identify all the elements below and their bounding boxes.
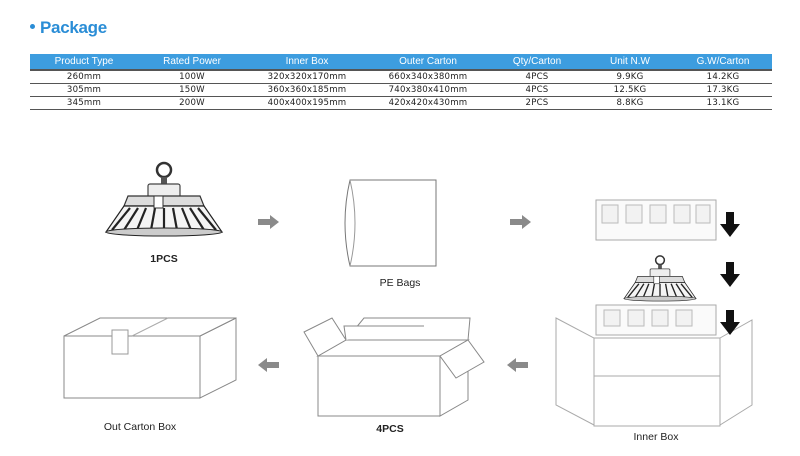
- table-header-row: Product Type Rated Power Inner Box Outer…: [30, 54, 772, 70]
- cell: 4PCS: [488, 69, 586, 84]
- arrow-left-icon: [507, 358, 528, 372]
- bullet-icon: [30, 24, 35, 30]
- cell: 14.2KG: [674, 69, 772, 84]
- cell: 360x360x185mm: [246, 83, 368, 97]
- step-5-label: Out Carton Box: [103, 421, 177, 433]
- cell: 12.5KG: [586, 83, 674, 97]
- package-spec-table: Product Type Rated Power Inner Box Outer…: [30, 54, 772, 110]
- step-2-label: PE Bags: [379, 277, 421, 289]
- cell: 400x400x195mm: [246, 96, 368, 110]
- col-rated-power: Rated Power: [138, 54, 246, 70]
- table-row: 260mm 100W 320x320x170mm 660x340x380mm 4…: [30, 69, 772, 84]
- cell: 200W: [138, 96, 246, 110]
- cell: 420x420x430mm: [368, 96, 488, 110]
- cell: 150W: [138, 83, 246, 97]
- cell: 2PCS: [488, 96, 586, 110]
- col-qty-carton: Qty/Carton: [488, 54, 586, 70]
- step-3-label: Inner Box: [633, 431, 679, 443]
- col-unit-nw: Unit N.W: [586, 54, 674, 70]
- closed-carton-icon: [63, 317, 237, 399]
- high-bay-light-icon: [104, 161, 224, 238]
- pe-bag-icon: [344, 179, 437, 267]
- cell: 260mm: [30, 69, 138, 84]
- cell: 13.1KG: [674, 96, 772, 110]
- arrow-right-icon: [258, 215, 279, 229]
- cell: 345mm: [30, 96, 138, 110]
- arrow-down-icon: [720, 212, 740, 237]
- open-carton-icon: [303, 317, 485, 417]
- step-4-label: 4PCS: [376, 423, 404, 435]
- col-outer-carton: Outer Carton: [368, 54, 488, 70]
- table-row: 345mm 200W 400x400x195mm 420x420x430mm 2…: [30, 96, 772, 110]
- step-1-label: 1PCS: [150, 253, 178, 265]
- cell: 305mm: [30, 83, 138, 97]
- cell: 8.8KG: [586, 96, 674, 110]
- cell: 17.3KG: [674, 83, 772, 97]
- arrow-left-icon: [258, 358, 279, 372]
- cell: 4PCS: [488, 83, 586, 97]
- cell: 100W: [138, 69, 246, 84]
- arrow-right-icon: [510, 215, 531, 229]
- arrow-down-icon: [720, 262, 740, 287]
- cell: 660x340x380mm: [368, 69, 488, 84]
- inner-box-icon: [555, 199, 753, 427]
- section-title-text: Package: [40, 18, 107, 37]
- cell: 9.9KG: [586, 69, 674, 84]
- cell: 740x380x410mm: [368, 83, 488, 97]
- cell: 320x320x170mm: [246, 69, 368, 84]
- col-gw-carton: G.W/Carton: [674, 54, 772, 70]
- section-title: Package: [30, 18, 107, 38]
- col-product-type: Product Type: [30, 54, 138, 70]
- col-inner-box: Inner Box: [246, 54, 368, 70]
- table-row: 305mm 150W 360x360x185mm 740x380x410mm 4…: [30, 83, 772, 97]
